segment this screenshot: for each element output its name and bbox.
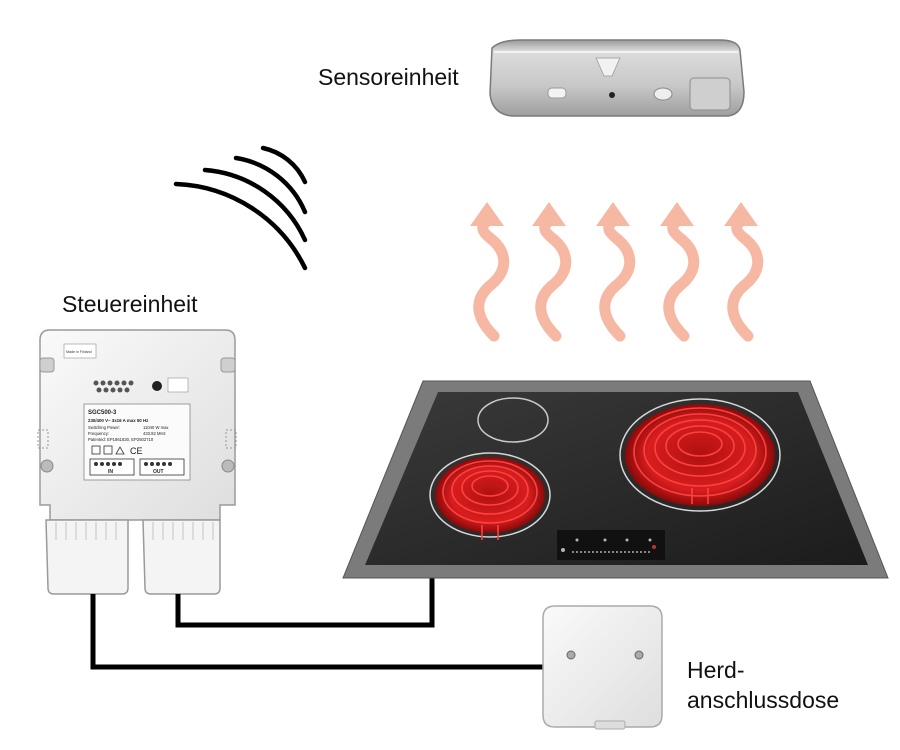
frequency-label: Frequency: bbox=[88, 431, 109, 436]
ceramic-hob bbox=[342, 380, 889, 579]
outlet-label-line2: anschlussdose bbox=[687, 687, 840, 713]
heat-arrow-icon bbox=[596, 202, 636, 342]
heat-arrow-icon bbox=[724, 202, 764, 342]
approval-marks bbox=[91, 445, 125, 455]
sensor-unit-label: Sensoreinheit bbox=[318, 64, 459, 90]
voltage-text: 230/400 V~ 3x16 A max 50 Hz bbox=[88, 418, 149, 423]
control-unit: Made in Finland SGC500-3 230/400 V~ 3x16… bbox=[37, 329, 237, 595]
outlet-label-line1: Herd- bbox=[687, 657, 745, 683]
cold-burner bbox=[477, 397, 549, 443]
wireless-signal-icon bbox=[173, 145, 308, 271]
frequency-value: 433.92 MHz bbox=[143, 431, 166, 436]
heat-arrows-group bbox=[470, 202, 764, 342]
cables bbox=[90, 578, 548, 670]
touch-control-panel bbox=[557, 530, 665, 560]
heat-arrow-icon bbox=[470, 202, 510, 342]
switching-power-value: 11040 W max bbox=[143, 425, 169, 430]
model-text: SGC500-3 bbox=[88, 410, 117, 416]
switching-power-label: Switching Power: bbox=[88, 425, 120, 430]
outlet-label: Herd- anschlussdose bbox=[687, 655, 839, 715]
patents-text: Patented: EP1861830, EP2502710 bbox=[88, 437, 154, 442]
hot-burner-left bbox=[429, 452, 551, 540]
terminal-in-label: IN bbox=[108, 469, 113, 475]
ce-mark: CE bbox=[130, 446, 143, 456]
terminal-out-label: OUT bbox=[153, 469, 164, 475]
cooker-outlet-box bbox=[542, 605, 663, 730]
heat-arrow-icon bbox=[532, 202, 572, 342]
control-unit-label: Steuereinheit bbox=[62, 291, 198, 317]
heat-arrow-icon bbox=[660, 202, 700, 342]
sensor-unit bbox=[489, 39, 745, 117]
made-in-text: Made in Finland bbox=[66, 350, 92, 354]
hot-burner-right bbox=[619, 398, 781, 512]
